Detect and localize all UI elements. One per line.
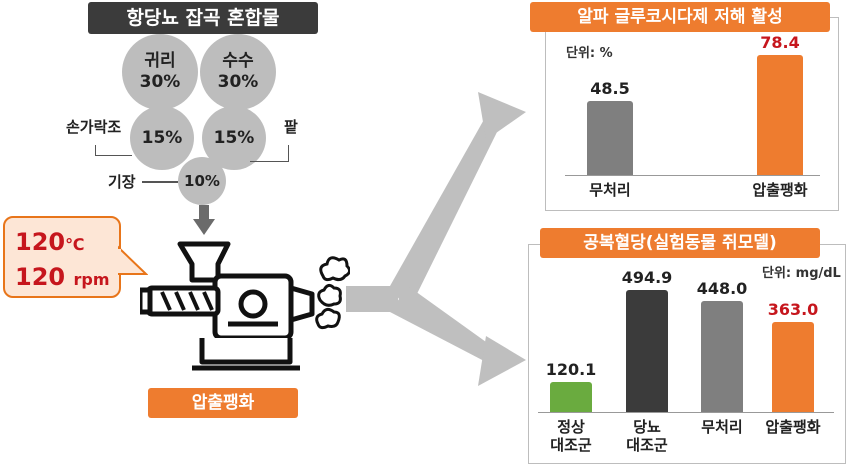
extruder-machine-icon [140,241,350,371]
grain-percent: 30% [139,72,181,92]
chart-baseline [538,412,834,413]
category-label: 압출팽화 [752,181,808,199]
category-label: 당뇨 대조군 [626,418,668,454]
condition-callout: 120℃ 120 rpm [3,216,121,298]
label-red-bean: 팥 [284,118,298,136]
bar-value-label: 494.9 [621,268,673,287]
chart2-plot: 120.1 정상 대조군 494.9 당뇨 대조군 448.0 무처리 363.0 압출팽화 [528,244,844,462]
label-millet: 기장 [108,173,136,191]
label-finger-millet: 손가락조 [66,118,122,136]
bar-1-1 [757,55,803,175]
grain-percent: 30% [217,72,259,92]
chart1-unit: 단위: % [566,46,613,61]
grain-percent: 15% [141,127,183,148]
grain-millet: 10% [178,157,226,205]
bar-2-0 [550,382,592,412]
bar-1-0 [587,101,633,175]
mixture-title: 항당뇨 잡곡 혼합물 [88,2,318,34]
line-millet [142,181,178,183]
category-label: 압출팽화 [765,418,821,436]
callout-pointer [118,245,148,275]
alpha-glucosidase-chart-title: 알파 글루코시다제 저해 활성 [530,2,830,32]
bar-value-label: 48.5 [590,79,630,98]
grain-name: 귀리 [144,51,176,71]
grain-percent: 15% [213,127,255,148]
grain-percent: 10% [184,171,220,190]
fasting-glucose-chart-title: 공복혈당(실험동물 쥐모델) [540,228,820,258]
bar-value-label: 78.4 [760,33,800,52]
chart2-unit: 단위: mg/dL [762,266,841,281]
down-arrow-icon [193,205,215,235]
grain-name: 수수 [222,51,254,71]
grain-barley: 귀리 30% [122,34,198,110]
temperature-line: 120℃ [15,228,85,256]
category-label: 무처리 [589,181,631,199]
bar-2-1 [626,290,668,412]
forked-arrow-icon [346,92,526,386]
process-label: 압출팽화 [148,388,298,418]
bracket-red-bean [250,145,289,162]
bar-2-2 [701,301,743,412]
bar-value-label: 448.0 [696,279,748,298]
bar-value-label: 120.1 [545,360,597,379]
chart-baseline [565,175,820,176]
bar-2-3 [772,322,814,412]
bracket-finger-millet [95,145,132,156]
grain-finger-millet: 15% [130,106,194,170]
grain-sorghum: 수수 30% [200,34,276,110]
category-label: 무처리 [701,418,743,436]
chart1-plot: 48.5 무처리 78.4 압출팽화 [545,17,837,209]
bar-value-label: 363.0 [767,300,819,319]
rpm-line: 120 rpm [15,263,110,291]
category-label: 정상 대조군 [550,418,592,454]
